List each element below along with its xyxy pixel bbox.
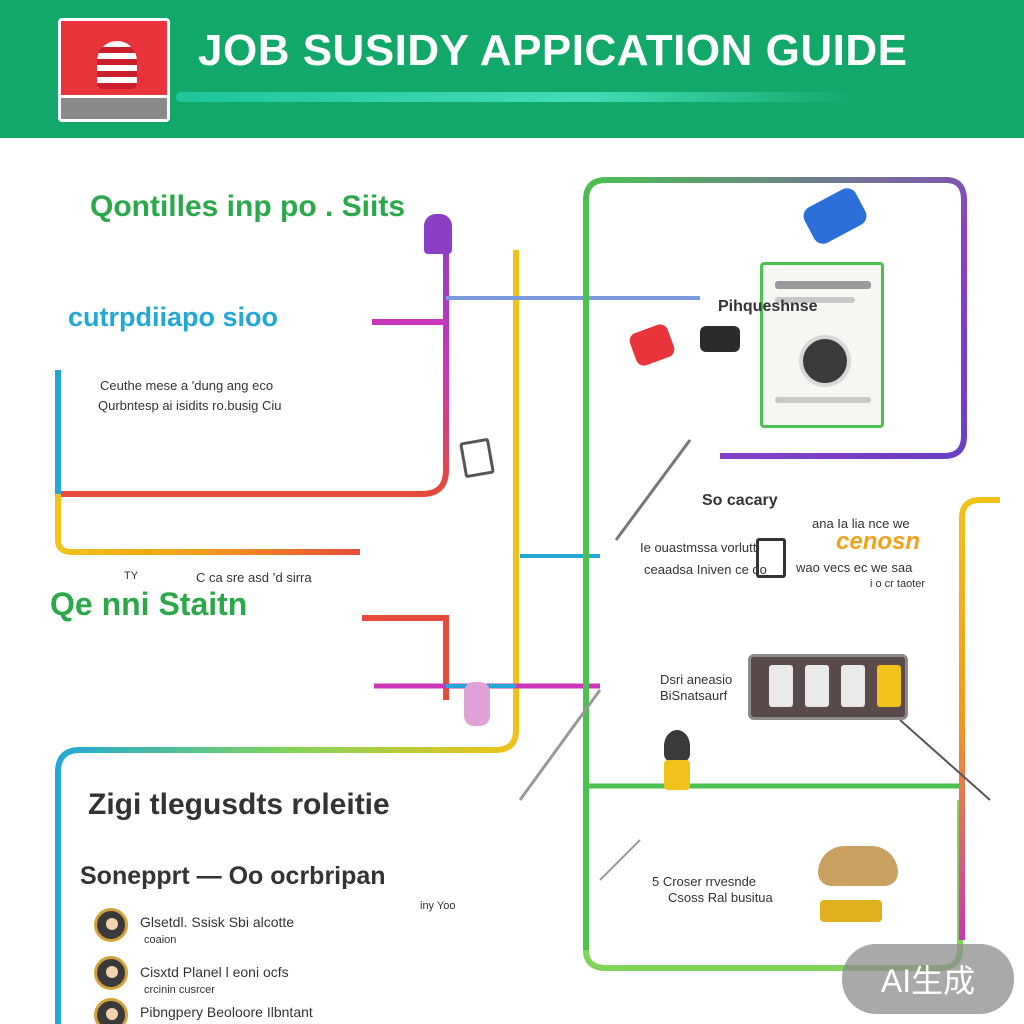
list-item-line-1: Pibngpery Beoloore Ilbntant [140,1004,313,1020]
office-desks-illustration [748,654,908,720]
form-line [775,281,871,289]
highlight-word: cenosn [836,528,921,555]
avatar-face-icon [106,966,118,978]
description-line-2: Qurbntesp ai isidits ro.busig Ciu [98,398,282,413]
avatar [94,998,128,1024]
person-icon [464,682,490,726]
desk-panel [877,665,901,707]
description-line-1: Ceuthe mese a 'dung ang eco [100,378,274,393]
list-item-line-2: crcinin cusrcer [144,984,215,996]
header-banner: JOB SUSIDY APPICATION GUIDE [0,0,1024,138]
person-icon [424,214,452,254]
label-5-line-2: Csoss Ral busitua [668,890,773,905]
label-3-line-3: i o cr taoter [870,578,926,590]
application-form-illustration [760,262,884,428]
page-title: JOB SUSIDY APPICATION GUIDE [198,26,908,75]
desk-panel [841,665,865,707]
camera-icon [799,335,851,387]
avatar-face-icon [106,1008,118,1020]
form-line [775,297,855,303]
avatar [94,908,128,942]
header-underline [176,92,856,102]
label-5-line-1: 5 Croser rrvesnde [652,874,757,889]
clipboard-icon [756,538,786,578]
person-body-icon [664,760,690,790]
label-salary: So cacary [702,492,778,509]
document-stack-icon [820,900,882,922]
section-heading-2: cutrpdiiapo sioo [68,302,279,332]
label-2-line-2: ceaadsa Iniven ce do [644,562,767,577]
document-icon [459,437,495,479]
list-item-line-1: Glsetdl. Ssisk Sbi alcotte [140,914,295,930]
label-4-line-1: Dsri aneasio [660,672,733,687]
list-item-line-1: Cisxtd Planel l eoni ocfs [140,964,289,980]
food-icon [818,846,898,886]
label-2-line-1: Ie ouastmssa vorlutt [640,540,757,555]
briefcase-icon [700,326,740,352]
list-item-line-2: coaion [144,934,177,946]
logo-icon [58,18,170,122]
panel-title: Pihqueshnse [718,298,818,315]
mid-note: C ca sre asd ’d sirra [196,570,312,585]
section-heading-1: Qontilles inp po . Siits [90,190,406,223]
avatar [94,956,128,990]
avatar-face-icon [106,918,118,930]
label-4-line-2: BiSnatsaurf [660,688,728,703]
section-heading-5: Sonepprt — Oo ocrbripan [80,862,386,890]
person-figure-icon [97,41,137,89]
label-3-line-2: wao vecs ec we saa [796,560,913,575]
section-heading-5-sub: iny Yoo [420,900,456,912]
section-heading-3: Qe nni Staitn [50,586,248,622]
form-line [775,397,871,403]
person-icon [664,730,690,762]
section-heading-4: Zigi tlegusdts roleitie [88,788,390,821]
logo-base [61,95,167,119]
ai-generated-badge: AI生成 [842,944,1014,1014]
desk-panel [805,665,829,707]
desk-panel [769,665,793,707]
label-3-line-1: ana Ia lia nce we [812,516,910,531]
tiny-note: TY [124,570,139,582]
